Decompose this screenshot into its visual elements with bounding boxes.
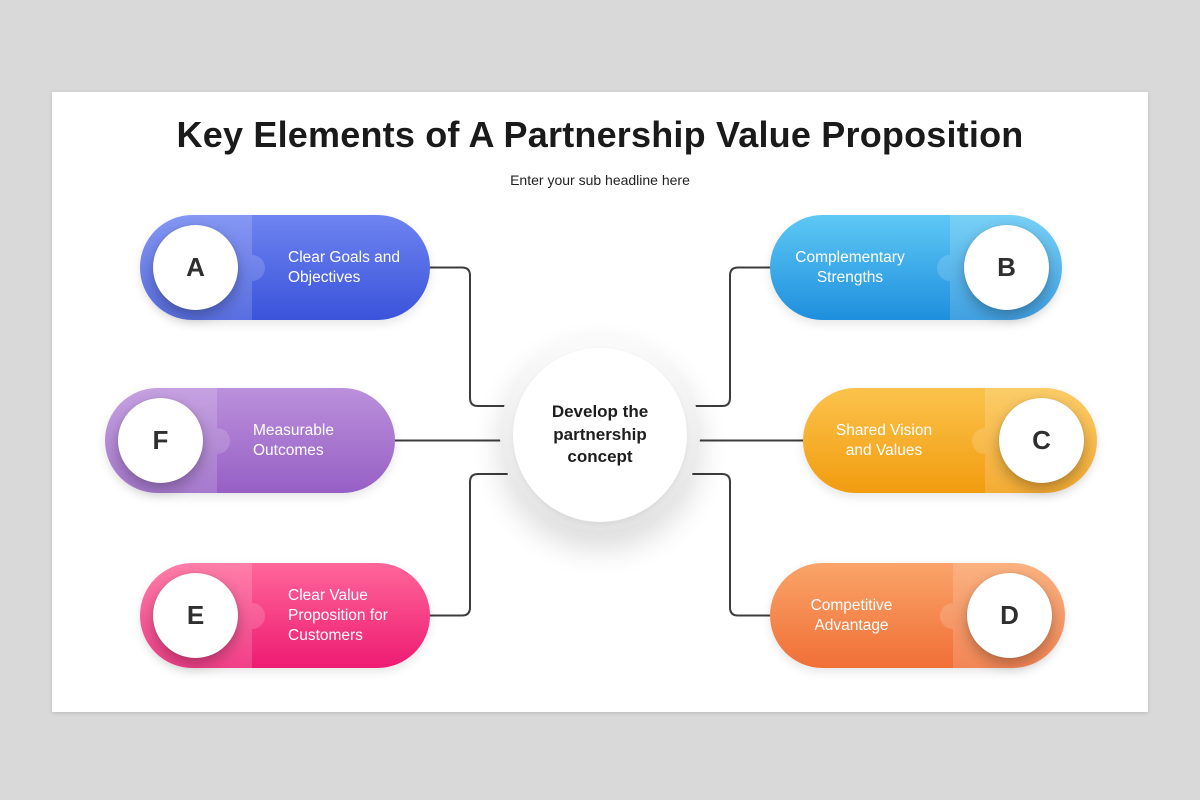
center-text: Develop the partnership concept	[551, 401, 649, 467]
pill-complementary-strengths: B Complementary Strengths	[770, 215, 1062, 320]
letter-label: A	[186, 252, 205, 282]
puzzle-knob	[940, 602, 953, 629]
pill-clear-goals: A Clear Goals and Objectives	[140, 215, 430, 320]
pill-measurable-outcomes: F Measurable Outcomes	[105, 388, 395, 493]
pill-label: Clear Value Proposition for Customers	[288, 586, 388, 644]
letter-badge: D	[967, 573, 1052, 658]
puzzle-knob	[937, 254, 950, 281]
slide: Key Elements of A Partnership Value Prop…	[52, 92, 1148, 712]
center-inner-circle: Develop the partnership concept	[513, 348, 687, 522]
letter-badge: E	[153, 573, 238, 658]
letter-badge: F	[118, 398, 203, 483]
pill-competitive-advantage: D Competitive Advantage	[770, 563, 1065, 668]
letter-label: F	[152, 425, 169, 455]
letter-label: E	[186, 600, 205, 630]
letter-badge: A	[153, 225, 238, 310]
puzzle-knob	[252, 602, 265, 629]
pill-clear-value-proposition: E Clear Value Proposition for Customers	[140, 563, 430, 668]
pill-label: Clear Goals and Objectives	[288, 248, 401, 286]
page-subtitle: Enter your sub headline here	[510, 172, 690, 188]
pill-label: Complementary Strengths	[795, 248, 905, 286]
connector-lines	[394, 266, 804, 617]
page-title: Key Elements of A Partnership Value Prop…	[176, 114, 1024, 155]
connector-e	[429, 473, 508, 617]
pill-label: Competitive Advantage	[810, 596, 893, 634]
connector-a	[429, 266, 505, 407]
letter-badge: B	[964, 225, 1049, 310]
pill-label: Shared Vision and Values	[835, 421, 933, 459]
pill-label: Measurable Outcomes	[253, 421, 334, 459]
pill-shared-vision: C Shared Vision and Values	[803, 388, 1097, 493]
puzzle-knob	[972, 427, 985, 454]
puzzle-knob	[217, 427, 230, 454]
letter-badge: C	[999, 398, 1084, 483]
puzzle-knob	[252, 254, 265, 281]
letter-label: B	[997, 252, 1016, 282]
letter-label: D	[1000, 600, 1019, 630]
center-circle: Develop the partnership concept	[500, 335, 700, 535]
connector-d	[692, 473, 771, 617]
letter-label: C	[1032, 425, 1051, 455]
connector-b	[695, 266, 771, 407]
